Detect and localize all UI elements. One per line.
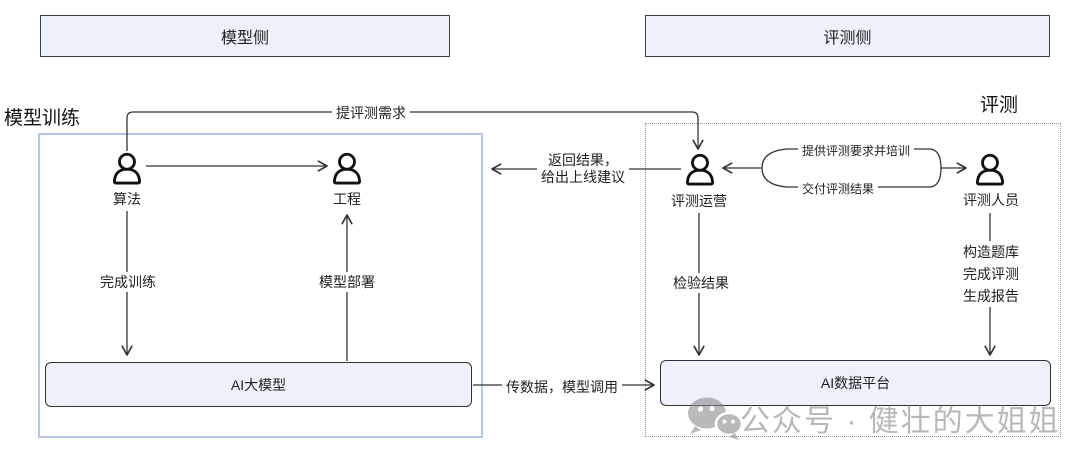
node-ai-model-label: AI大模型 xyxy=(230,376,287,393)
edge-label-verify-results: 检验结果 xyxy=(669,273,733,293)
edge-label-complete-training: 完成训练 xyxy=(96,272,160,292)
node-label-algorithm: 算法 xyxy=(113,191,141,207)
section-title-model-training: 模型训练 xyxy=(4,108,81,129)
header-model-side-label: 模型侧 xyxy=(220,30,269,47)
section-title-evaluation: 评测 xyxy=(980,95,1019,116)
edge-label-return-results-line1: 返回结果， xyxy=(548,152,618,168)
edge-label-deliver-results: 交付评测结果 xyxy=(797,180,879,197)
node-label-evaluation-ops: 评测运营 xyxy=(671,193,727,209)
edge-label-staff-tasks: 构造题库 完成评测 生成报告 xyxy=(959,241,1023,307)
edge-label-submit-eval-request: 提评测需求 xyxy=(332,103,410,123)
node-ai-data-platform-label: AI数据平台 xyxy=(820,375,891,391)
edge-label-pass-data: 传数据，模型调用 xyxy=(502,377,622,397)
edge-label-staff-tasks-line2: 完成评测 xyxy=(963,266,1019,282)
edge-label-provide-requirements: 提供评测要求并培训 xyxy=(797,142,915,159)
header-model-side: 模型侧 xyxy=(40,15,450,57)
node-ai-model: AI大模型 xyxy=(45,362,472,407)
edge-label-return-results-line2: 给出上线建议 xyxy=(541,169,625,185)
node-label-engineering: 工程 xyxy=(333,191,361,207)
evaluation-container xyxy=(645,123,1061,437)
edge-label-staff-tasks-line1: 构造题库 xyxy=(963,244,1019,260)
header-evaluation-side-label: 评测侧 xyxy=(823,30,872,47)
node-label-evaluation-staff: 评测人员 xyxy=(963,192,1019,208)
watermark-text: 公众号 · 健壮的大姐姐 xyxy=(740,405,1061,438)
edge-label-staff-tasks-line3: 生成报告 xyxy=(963,288,1019,304)
header-evaluation-side: 评测侧 xyxy=(645,15,1050,57)
edge-label-return-results: 返回结果， 给出上线建议 xyxy=(537,152,629,186)
edge-label-model-deployment: 模型部署 xyxy=(315,272,379,292)
